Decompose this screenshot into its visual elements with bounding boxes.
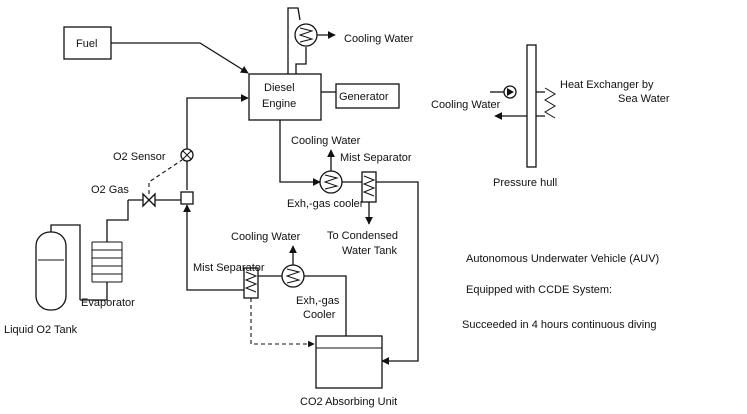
exh-gas-cooler-top xyxy=(319,170,343,194)
fuel-box: Fuel xyxy=(63,26,112,60)
evaporator-coil xyxy=(91,241,123,283)
recirc-to-junction xyxy=(183,204,244,291)
diesel-engine-box: Diesel Engine xyxy=(248,73,322,121)
evaporator-label: Evaporator xyxy=(81,297,135,309)
mixing-junction xyxy=(180,191,194,205)
exh-gas-cooler-low-label-2: Cooler xyxy=(303,309,336,321)
exh-gas-cooler-low xyxy=(281,264,305,288)
cooling-water-hx-label: Cooling Water xyxy=(431,99,501,111)
liquid-o2-tank-label: Liquid O2 Tank xyxy=(4,324,78,336)
generator-box: Generator xyxy=(335,83,400,109)
evaporator-link xyxy=(80,282,108,301)
cooling-water-top-label: Cooling Water xyxy=(344,33,414,45)
generator-label: Generator xyxy=(339,91,389,103)
note-line-2: Equipped with CCDE System: xyxy=(466,284,612,296)
o2-sensor-label: O2 Sensor xyxy=(113,151,166,163)
engine-cooling-return xyxy=(295,47,307,74)
engine-cooling-loop xyxy=(287,7,301,74)
mist-low-drain xyxy=(250,298,315,348)
co2-absorbing-unit-label: CO2 Absorbing Unit xyxy=(300,396,397,408)
exhaust-to-co2-line xyxy=(376,181,419,365)
pressure-hull-label: Pressure hull xyxy=(493,177,557,189)
exh-gas-cooler-low-label-1: Exh,-gas xyxy=(296,295,340,307)
o2-valve-icon xyxy=(142,192,156,208)
note-line-1: Autonomous Underwater Vehicle (AUV) xyxy=(466,253,659,265)
diesel-engine-label-1: Diesel xyxy=(264,82,295,94)
note-line-3: Succeeded in 4 hours continuous diving xyxy=(462,319,656,331)
o2-supply-line xyxy=(186,94,249,190)
mist-separator-top-label: Mist Separator xyxy=(340,152,412,164)
o2-sensor-icon xyxy=(180,148,194,162)
liquid-o2-tank xyxy=(35,231,67,311)
mist-separator-top xyxy=(361,171,377,203)
co2-absorbing-unit xyxy=(315,335,383,389)
heat-exchanger-label-2: Sea Water xyxy=(618,93,670,105)
o2-sensor-control-line xyxy=(148,159,183,194)
fuel-line xyxy=(111,42,249,74)
to-condensed-label-1: To Condensed xyxy=(327,230,398,242)
to-condensed-label-2: Water Tank xyxy=(342,245,398,257)
mist-separator-low-label: Mist Separator xyxy=(193,262,265,274)
pressure-hull xyxy=(526,44,537,168)
sea-water-heat-exchanger xyxy=(536,87,556,119)
top-heat-exchanger xyxy=(294,23,318,47)
tank-outlet-line xyxy=(50,224,81,300)
cooling-water-mid-label: Cooling Water xyxy=(291,135,361,147)
fuel-label: Fuel xyxy=(76,38,97,50)
diesel-engine-label-2: Engine xyxy=(262,98,296,110)
cooling-water-low-label: Cooling Water xyxy=(231,231,301,243)
heat-exchanger-label-1: Heat Exchanger by xyxy=(560,79,654,91)
exh-gas-cooler-top-label: Exh,-gas cooler xyxy=(287,198,364,210)
o2-gas-label: O2 Gas xyxy=(91,184,129,196)
evaporator-to-valve xyxy=(106,200,129,242)
exhaust-line-top xyxy=(279,120,321,186)
hx-pump-icon xyxy=(503,85,517,99)
co2-return-line xyxy=(304,275,347,336)
